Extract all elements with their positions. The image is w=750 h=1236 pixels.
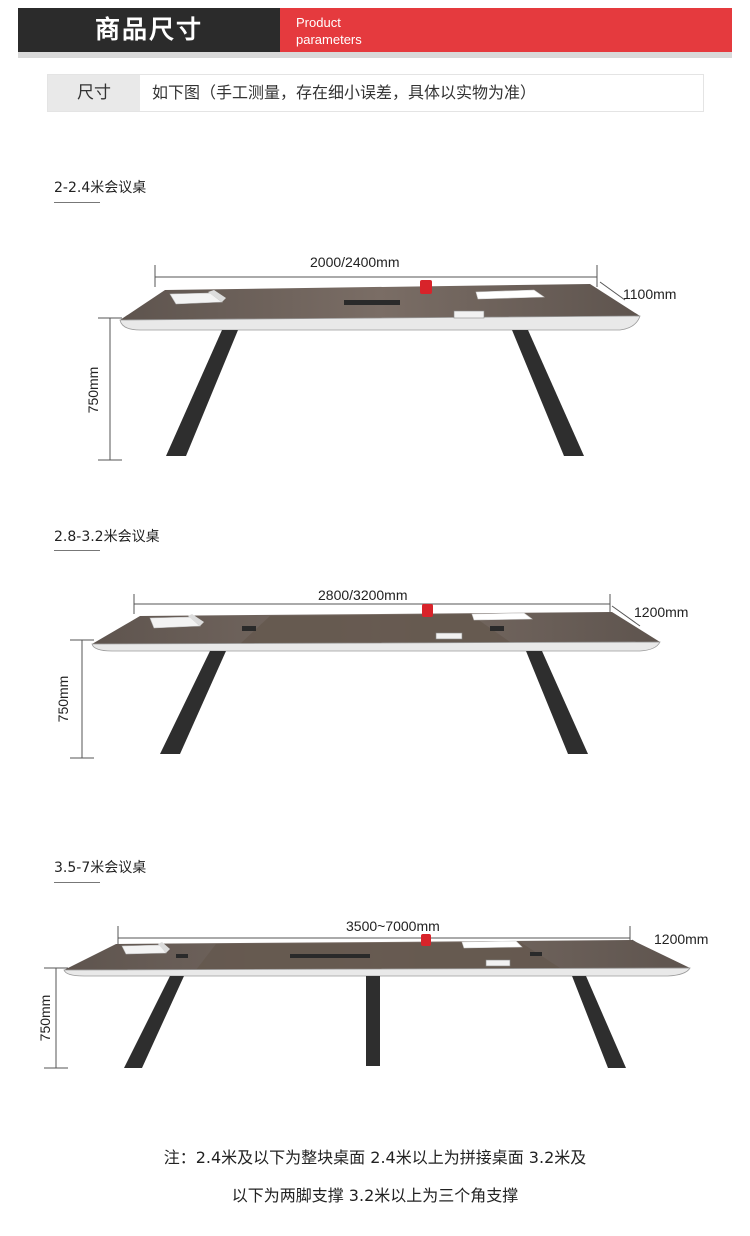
section-underline-1 xyxy=(54,202,100,203)
header-shadow xyxy=(18,52,732,58)
spec-row: 尺寸 如下图（手工测量，存在细小误差，具体以实物为准） xyxy=(47,74,704,112)
table-2-width-label: 1200mm xyxy=(634,604,689,620)
table-1-drawing xyxy=(98,265,641,461)
header-dark-block xyxy=(18,8,280,52)
section-title-2: 2.8-3.2米会议桌 xyxy=(54,529,160,545)
table-3-height-label: 750mm xyxy=(37,994,53,1042)
header-subtitle-1: Product xyxy=(296,15,341,30)
spec-value: 如下图（手工测量，存在细小误差，具体以实物为准） xyxy=(152,83,537,102)
spec-label: 尺寸 xyxy=(48,75,140,111)
table-2-height-label: 750mm xyxy=(55,675,71,723)
header-subtitle-2: parameters xyxy=(296,32,362,47)
table-1-width-label: 1100mm xyxy=(623,286,677,302)
section-title-3: 3.5-7米会议桌 xyxy=(54,860,147,876)
note-line-1: 注：2.4米及以下为整块桌面 2.4米以上为拼接桌面 3.2米及 xyxy=(163,1148,587,1167)
header-banner: 商品尺寸 Product parameters xyxy=(18,8,732,58)
note-line-2: 以下为两脚支撑 3.2米以上为三个角支撑 xyxy=(231,1186,519,1205)
table-2-length-label: 2800/3200mm xyxy=(318,587,408,603)
section-underline-2 xyxy=(54,550,100,551)
section-title-1: 2-2.4米会议桌 xyxy=(54,180,147,196)
header-title: 商品尺寸 xyxy=(94,15,203,44)
table-2-drawing xyxy=(70,594,661,759)
section-underline-3 xyxy=(54,882,100,883)
table-3-drawing xyxy=(44,926,691,1069)
table-1-height-label: 750mm xyxy=(85,366,101,414)
header-red-block xyxy=(280,8,732,52)
table-3-length-label: 3500~7000mm xyxy=(346,918,440,934)
table-1-length-label: 2000/2400mm xyxy=(310,254,400,270)
table-3-width-label: 1200mm xyxy=(654,931,709,947)
